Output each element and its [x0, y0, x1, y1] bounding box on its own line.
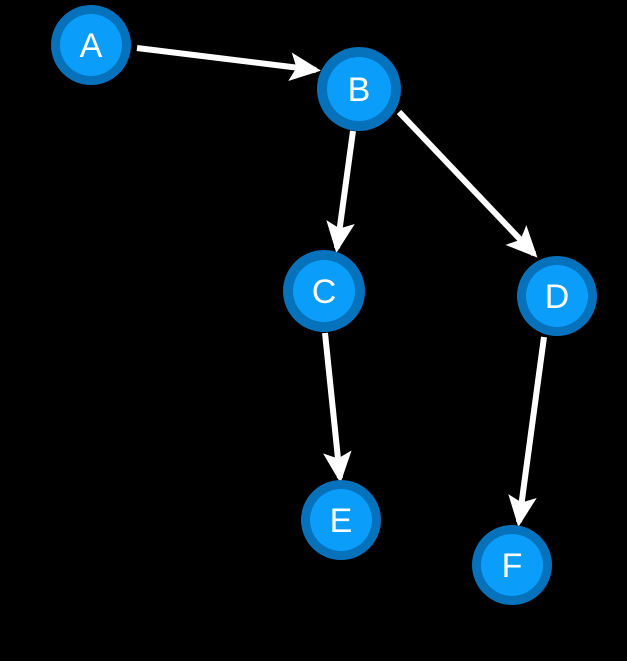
node-fill-b [327, 57, 391, 121]
node-fill-a [60, 14, 122, 76]
node-label-d: D [545, 278, 570, 316]
node-label-f: F [502, 547, 523, 585]
node-label-b: B [348, 71, 371, 109]
graph-node-e[interactable]: E [301, 480, 381, 560]
nodes-layer: A B C D E F [51, 5, 597, 605]
node-label-c: C [312, 273, 337, 311]
graph-node-b[interactable]: B [317, 47, 401, 131]
edges-layer [136, 45, 547, 527]
graph-node-d[interactable]: D [517, 256, 597, 336]
graph-edge-a-b [136, 45, 321, 82]
node-fill-d [526, 265, 588, 327]
graph-edge-d-f [508, 336, 547, 527]
node-fill-e [310, 489, 372, 551]
graph-edge-b-c [326, 130, 356, 253]
graph-node-c[interactable]: C [283, 250, 365, 332]
graph-edge-c-e [322, 332, 352, 483]
node-label-e: E [330, 502, 353, 540]
graph-node-f[interactable]: F [472, 525, 552, 605]
node-fill-c [293, 260, 355, 322]
graph-node-a[interactable]: A [51, 5, 131, 85]
graph-edge-b-d [396, 109, 538, 258]
node-fill-f [481, 534, 543, 596]
node-label-a: A [80, 27, 103, 65]
